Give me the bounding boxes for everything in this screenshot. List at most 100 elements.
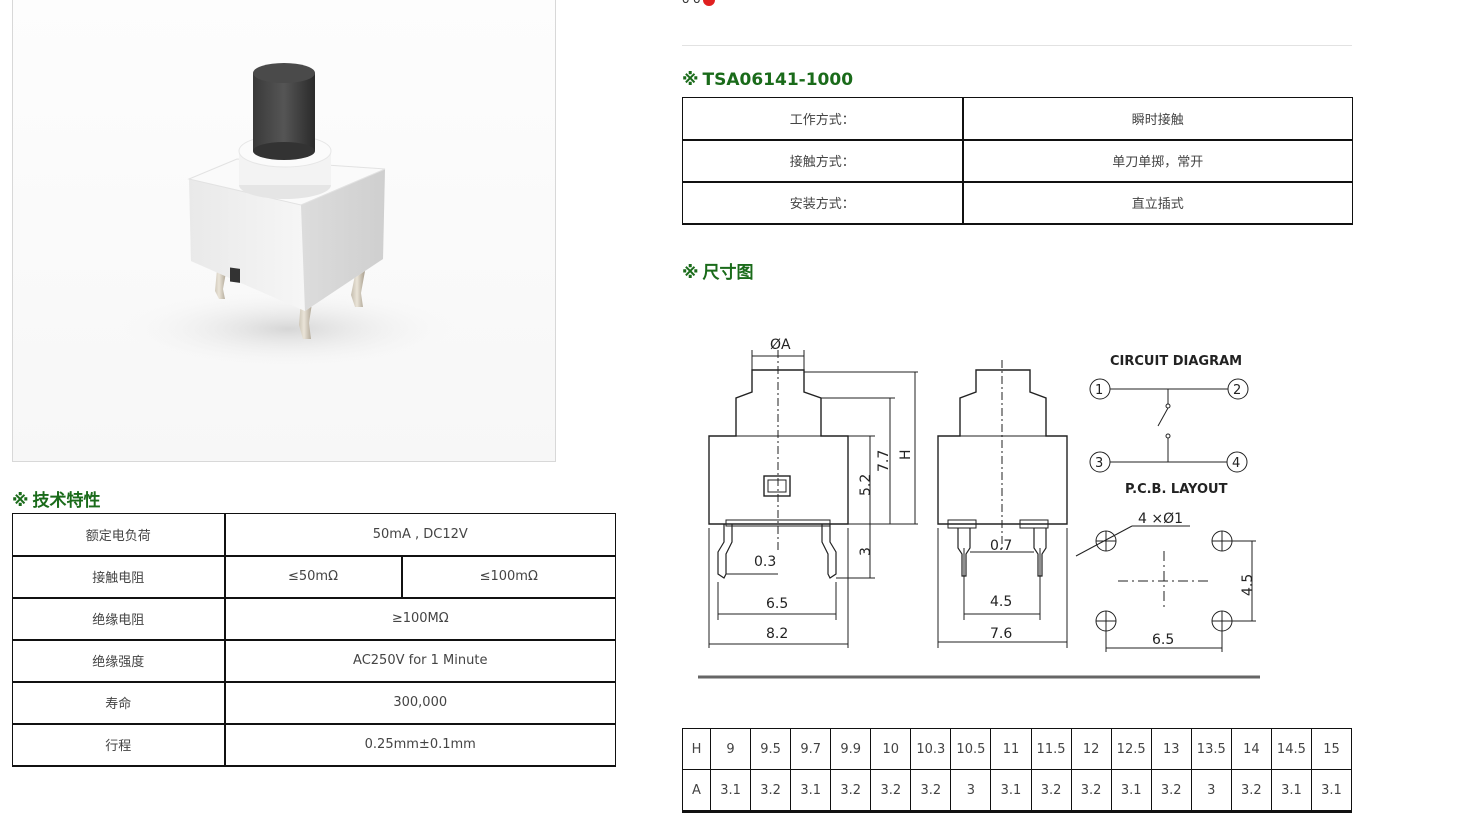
table-cell: 3.1 [1270, 769, 1312, 813]
dimension-heading: ※尺寸图 [682, 258, 754, 283]
pcb-title: P.C.B. LAYOUT [1125, 482, 1228, 497]
spec-label: 绝缘电阻 [12, 597, 226, 640]
dim-7-6: 7.6 [990, 626, 1012, 642]
model-heading: ※TSA06141-1000 [682, 70, 853, 90]
spec-value: 300,000 [224, 681, 616, 724]
dim-8-2: 8.2 [766, 626, 788, 642]
pin-2-label: 2 [1233, 383, 1241, 398]
reference-mark: ※ [682, 263, 699, 283]
table-cell: 10 [870, 728, 912, 770]
front-view [708, 350, 918, 648]
table-row: 额定电负荷 50mA , DC12V [12, 513, 616, 556]
spec-label: 绝缘强度 [12, 639, 226, 682]
table-cell: 10.3 [910, 728, 952, 770]
h-label: H [898, 449, 914, 460]
spec-value: 50mA , DC12V [224, 513, 616, 556]
dim-3: 3 [858, 547, 874, 556]
table-row-a: A 3.1 3.2 3.1 3.2 3.2 3.2 3 3.1 3.2 3.2 … [682, 769, 1353, 813]
table-row-h: H 9 9.5 9.7 9.9 10 10.3 10.5 11 11.5 12 … [682, 728, 1353, 770]
table-cell: 3.2 [830, 769, 872, 813]
table-cell: 13 [1150, 728, 1192, 770]
table-cell: 9.7 [790, 728, 832, 770]
table-cell: 3.2 [870, 769, 912, 813]
table-row: 接触方式： 单刀单掷，常开 [682, 139, 1353, 182]
reference-mark: ※ [682, 70, 699, 90]
table-cell: 3.1 [709, 769, 752, 813]
spec-value: ≥100MΩ [224, 597, 616, 640]
holes-label: 4 ×Ø1 [1138, 511, 1183, 527]
dim-4-5: 4.5 [990, 594, 1012, 610]
pcb-vertical-dim: 4.5 [1240, 574, 1256, 596]
row-label-a: A [682, 769, 711, 813]
spec-label: 安装方式： [682, 181, 964, 224]
side-view [937, 360, 1068, 648]
front-view-labels: ØA H 7.7 5.2 3 0.3 6.5 8.2 [754, 337, 914, 642]
table-cell: 10.5 [950, 728, 992, 770]
spec-label: 行程 [12, 723, 226, 766]
tech-heading-title: 技术特性 [32, 491, 101, 511]
spec-value: AC250V for 1 Minute [224, 639, 616, 682]
table-cell: 3 [950, 769, 992, 813]
dim-5-2: 5.2 [858, 474, 874, 496]
table-cell: 9.5 [750, 728, 792, 770]
pcb-horizontal-dim: 6.5 [1152, 632, 1174, 648]
table-row: 安装方式： 直立插式 [682, 181, 1353, 224]
dimension-drawing: ØA H 7.7 5.2 3 0.3 6.5 8.2 0 [698, 337, 1260, 679]
circuit-title: CIRCUIT DIAGRAM [1110, 354, 1242, 369]
table-cell: 3.1 [1310, 769, 1353, 813]
table-cell: 11 [990, 728, 1032, 770]
model-heading-title: TSA06141-1000 [702, 70, 854, 90]
spec-label: 寿命 [12, 681, 226, 724]
table-cell: 14 [1230, 728, 1272, 770]
tech-heading: ※技术特性 [12, 486, 101, 511]
table-row: 绝缘强度 AC250V for 1 Minute [12, 639, 616, 682]
row-label-h: H [682, 728, 711, 770]
table-row: 行程 0.25mm±0.1mm [12, 723, 616, 766]
divider [682, 45, 1352, 46]
pin-1-label: 1 [1095, 383, 1103, 398]
table-row: 寿命 300,000 [12, 681, 616, 724]
table-cell: 3 [1190, 769, 1232, 813]
table-cell: 3.2 [1070, 769, 1112, 813]
table-cell: 12.5 [1110, 728, 1152, 770]
spec-value: 瞬时接触 [962, 97, 1353, 140]
table-row: 绝缘电阻 ≥100MΩ [12, 597, 616, 640]
table-cell: 9 [709, 728, 752, 770]
circuit-diagram [1089, 378, 1249, 473]
phi-a-label: ØA [770, 337, 791, 353]
tech-spec-table: 额定电负荷 50mA , DC12V 接触电阻 ≤50mΩ ≤100mΩ 绝缘电… [12, 513, 616, 767]
model-spec-table: 工作方式： 瞬时接触 接触方式： 单刀单掷，常开 安装方式： 直立插式 [682, 97, 1353, 225]
table-cell: 3.2 [1230, 769, 1272, 813]
spec-value-b: ≤100mΩ [401, 555, 616, 598]
dim-0-7: 0.7 [990, 538, 1012, 554]
spec-label: 工作方式： [682, 97, 964, 140]
table-cell: 14.5 [1270, 728, 1312, 770]
dimension-table: H 9 9.5 9.7 9.9 10 10.3 10.5 11 11.5 12 … [682, 728, 1353, 813]
table-row: 接触电阻 ≤50mΩ ≤100mΩ [12, 555, 616, 598]
table-cell: 11.5 [1030, 728, 1072, 770]
spec-label: 接触方式： [682, 139, 964, 182]
dimension-heading-title: 尺寸图 [702, 263, 754, 283]
reference-mark: ※ [12, 491, 29, 511]
spec-label: 额定电负荷 [12, 513, 226, 556]
dim-7-7: 7.7 [876, 450, 892, 472]
table-cell: 9.9 [830, 728, 872, 770]
spec-value: 0.25mm±0.1mm [224, 723, 616, 766]
table-cell: 13.5 [1190, 728, 1232, 770]
top-cutoff-fragment: o o [682, 0, 715, 6]
spec-value-a: ≤50mΩ [224, 555, 403, 598]
table-cell: 3.2 [1030, 769, 1072, 813]
pcb-layout [1075, 525, 1256, 652]
table-cell: 3.1 [1110, 769, 1152, 813]
spec-value: 直立插式 [962, 181, 1353, 224]
circuit-labels: CIRCUIT DIAGRAM 1 2 3 4 P.C.B. LAYOUT 4 … [1095, 354, 1256, 648]
cutoff-text: o o [682, 0, 701, 6]
table-cell: 3.2 [910, 769, 952, 813]
table-row: 工作方式： 瞬时接触 [682, 97, 1353, 140]
table-cell: 3.2 [750, 769, 792, 813]
table-cell: 3.1 [990, 769, 1032, 813]
red-badge-icon [702, 0, 715, 6]
spec-label: 接触电阻 [12, 555, 226, 598]
pin-4-label: 4 [1232, 456, 1240, 471]
